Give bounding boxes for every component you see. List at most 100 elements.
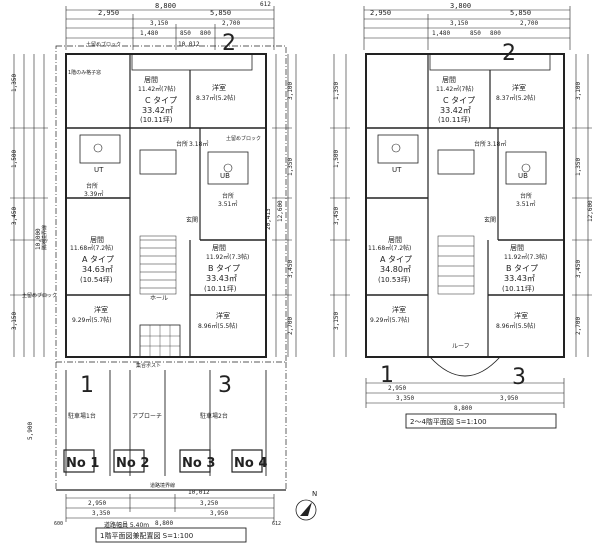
kitchen-size: 3.18㎡: [189, 140, 208, 148]
r-kitchen-size: 3.18㎡: [487, 140, 506, 148]
b-living-size: 11.92㎡(7.3帖): [206, 253, 249, 261]
a-living-label: 居間: [90, 236, 104, 244]
r-dim-sub-e: 800: [490, 30, 501, 37]
r-dim-right-b: 1,350: [575, 158, 582, 176]
c-living-size: 11.42㎡(7帖): [138, 85, 176, 93]
dim-top-total: 8,800: [155, 2, 176, 10]
dim-top-sub-e: 800: [200, 30, 211, 37]
r-c-western-label: 洋室: [512, 83, 526, 92]
unit-number-1-right: 1: [380, 363, 394, 388]
dim-left-b: 3,450: [11, 207, 18, 225]
kitchen-b-label: 台所: [222, 192, 234, 200]
c-area: 33.42㎡: [142, 106, 173, 115]
r-dim-right-c: 3,450: [575, 260, 582, 278]
a-western-label: 洋室: [94, 305, 108, 314]
parking-no2-box: [113, 449, 145, 473]
unit-number-3-left: 3: [218, 373, 232, 398]
dim-top-sub-d: 850: [180, 30, 191, 37]
r-a-living-label: 居間: [388, 236, 402, 244]
a-area: 34.63㎡: [82, 265, 113, 274]
parking-no3-box: [179, 449, 211, 473]
dim-right-a: 3,100: [287, 82, 294, 100]
r-c-western-size: 8.37㎡(5.2帖): [496, 94, 536, 102]
unit-number-2-right: 2: [502, 41, 516, 66]
r-c-tsubo: (10.11坪): [438, 116, 471, 124]
dim-bottom-total: 8,800: [155, 520, 173, 527]
r-b-living-size: 11.92㎡(7.3帖): [504, 253, 547, 261]
c-western-size: 8.37㎡(5.2帖): [196, 94, 236, 102]
parking-no4: No 4: [234, 456, 267, 471]
r-c-area: 33.42㎡: [440, 106, 471, 115]
dim-top-right-edge: 612: [260, 1, 271, 8]
a-type-label: A タイプ: [82, 255, 114, 264]
hall-label-left: ホール: [150, 295, 168, 302]
parking-no1: No 1: [66, 456, 99, 471]
r-dim-right-a: 3,100: [575, 82, 582, 100]
dim-left-c: 3,150: [11, 312, 18, 330]
block-note-top: 土留めブロック: [86, 41, 121, 48]
dim-left-total: 10,000: [35, 228, 42, 250]
r-dim-right-d: 2,700: [575, 317, 582, 335]
r-a-area: 34.80㎡: [380, 265, 411, 274]
unit-number-1-left: 1: [80, 373, 94, 398]
dim-right-d: 2,700: [287, 317, 294, 335]
site-boundary-left: 隣地境界線: [41, 225, 48, 250]
r-b-tsubo: (10.11坪): [502, 285, 535, 293]
r-a-western-size: 9.29㎡(5.7帖): [370, 316, 410, 324]
parking-no4-box: [231, 449, 263, 473]
r-dim-left-a: 1,500: [333, 150, 340, 168]
kitchen-a-label: 台所: [86, 182, 98, 190]
right-plan-title: 2～4階平面図 S=1:100: [410, 417, 487, 426]
r-dim-bottom-c: 3,350: [396, 395, 414, 402]
road-width-label: 道路幅員 5.40m: [104, 521, 149, 529]
r-b-area: 33.43㎡: [504, 274, 535, 283]
road-boundary-label: 道路境界線: [150, 482, 175, 489]
dim-parking-h: 5,900: [27, 422, 34, 440]
dim-top-left: 2,950: [98, 9, 119, 17]
parking-1-label: 駐車場1台: [68, 412, 96, 420]
r-dim-left: 2,950: [370, 9, 391, 17]
parking-no2: No 2: [116, 456, 149, 471]
b-western-size: 8.96㎡(5.5帖): [198, 322, 238, 330]
r-dim-right: 5,850: [510, 9, 531, 17]
dim-bottom-a: 2,950: [88, 500, 106, 507]
dim-top-sub-f: 10,012: [178, 41, 200, 48]
r-dim-sub-d: 850: [470, 30, 481, 37]
r-dim-sub-a: 3,150: [450, 20, 468, 27]
r-a-western-label: 洋室: [392, 305, 406, 314]
north-label: N: [312, 490, 317, 498]
left-plan: [10, 6, 297, 543]
r-dim-left-d: 1,350: [333, 82, 340, 100]
approach-label: アプローチ: [132, 413, 162, 420]
r-c-type-label: C タイプ: [443, 96, 475, 105]
parking-no3: No 3: [182, 456, 215, 471]
dim-left-total2: 20,413: [265, 208, 272, 230]
r-c-living-size: 11.42㎡(7帖): [436, 85, 474, 93]
r-ub-label: UB: [518, 172, 528, 180]
r-dim-right-total: 12,600: [587, 200, 594, 222]
kitchen-b-size: 3.51㎡: [218, 200, 237, 208]
r-ut-label: UT: [392, 166, 402, 174]
dim-right-total: 12,600: [277, 200, 284, 222]
r-roof-label: ルーフ: [452, 343, 470, 350]
left-plan-title: 1階平面図兼配置図 S=1:100: [100, 531, 193, 540]
r-a-type-label: A タイプ: [380, 255, 412, 264]
dim-left-d: 1,350: [11, 74, 18, 92]
r-b-type-label: B タイプ: [506, 264, 538, 273]
r-a-living-size: 11.68㎡(7.2帖): [368, 244, 411, 252]
dim-bottom-b: 3,250: [200, 500, 218, 507]
b-tsubo: (10.11坪): [204, 285, 237, 293]
ut-label-left: UT: [94, 166, 104, 174]
stair-window-note: 1階のみ格子窓: [68, 69, 101, 76]
b-living-label: 居間: [212, 244, 226, 252]
dim-top-sub-c: 1,480: [140, 30, 158, 37]
dim-top-right: 5,850: [210, 9, 231, 17]
dim-top-sub-b: 2,700: [222, 20, 240, 27]
r-dim-sub-c: 1,480: [432, 30, 450, 37]
labels: 2,950 8,800 5,850 612 3,150 2,700 1,480 …: [11, 1, 594, 540]
dim-edge-600: 600: [54, 521, 63, 527]
post-label: 集合ポスト: [136, 362, 161, 369]
r-dim-bottom-a: 2,950: [388, 385, 406, 392]
parking-no1-box: [63, 449, 95, 473]
